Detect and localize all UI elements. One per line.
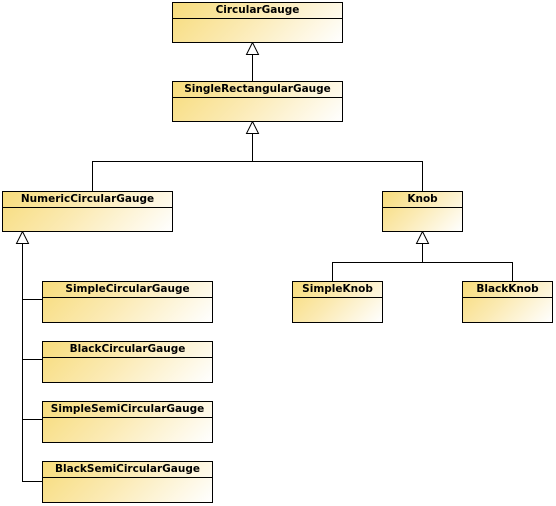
class-name-simple-semi-circular-gauge: SimpleSemiCircularGauge (43, 402, 212, 418)
class-circular-gauge[interactable]: CircularGauge (172, 2, 343, 43)
inherit-arrow-numeric-circular-gauge (15, 230, 30, 244)
class-name-single-rectangular-gauge: SingleRectangularGauge (173, 82, 342, 98)
class-simple-circular-gauge[interactable]: SimpleCircularGauge (42, 281, 213, 323)
class-single-rectangular-gauge[interactable]: SingleRectangularGauge (172, 81, 343, 122)
inherit-arrow-circular-gauge (245, 41, 260, 55)
class-knob[interactable]: Knob (382, 191, 463, 232)
class-name-simple-circular-gauge: SimpleCircularGauge (43, 282, 212, 298)
inherit-arrow-single-rectangular-gauge (245, 120, 260, 134)
class-name-knob: Knob (383, 192, 462, 208)
class-name-numeric-circular-gauge: NumericCircularGauge (3, 192, 172, 208)
class-name-black-knob: BlackKnob (463, 282, 552, 298)
class-black-semi-circular-gauge[interactable]: BlackSemiCircularGauge (42, 461, 213, 503)
class-black-knob[interactable]: BlackKnob (462, 281, 553, 323)
class-black-circular-gauge[interactable]: BlackCircularGauge (42, 341, 213, 383)
class-name-black-circular-gauge: BlackCircularGauge (43, 342, 212, 358)
class-name-black-semi-circular-gauge: BlackSemiCircularGauge (43, 462, 212, 478)
inherit-arrow-knob (415, 230, 430, 244)
class-numeric-circular-gauge[interactable]: NumericCircularGauge (2, 191, 173, 232)
class-name-circular-gauge: CircularGauge (173, 3, 342, 19)
class-name-simple-knob: SimpleKnob (293, 282, 382, 298)
class-simple-semi-circular-gauge[interactable]: SimpleSemiCircularGauge (42, 401, 213, 443)
class-simple-knob[interactable]: SimpleKnob (292, 281, 383, 323)
